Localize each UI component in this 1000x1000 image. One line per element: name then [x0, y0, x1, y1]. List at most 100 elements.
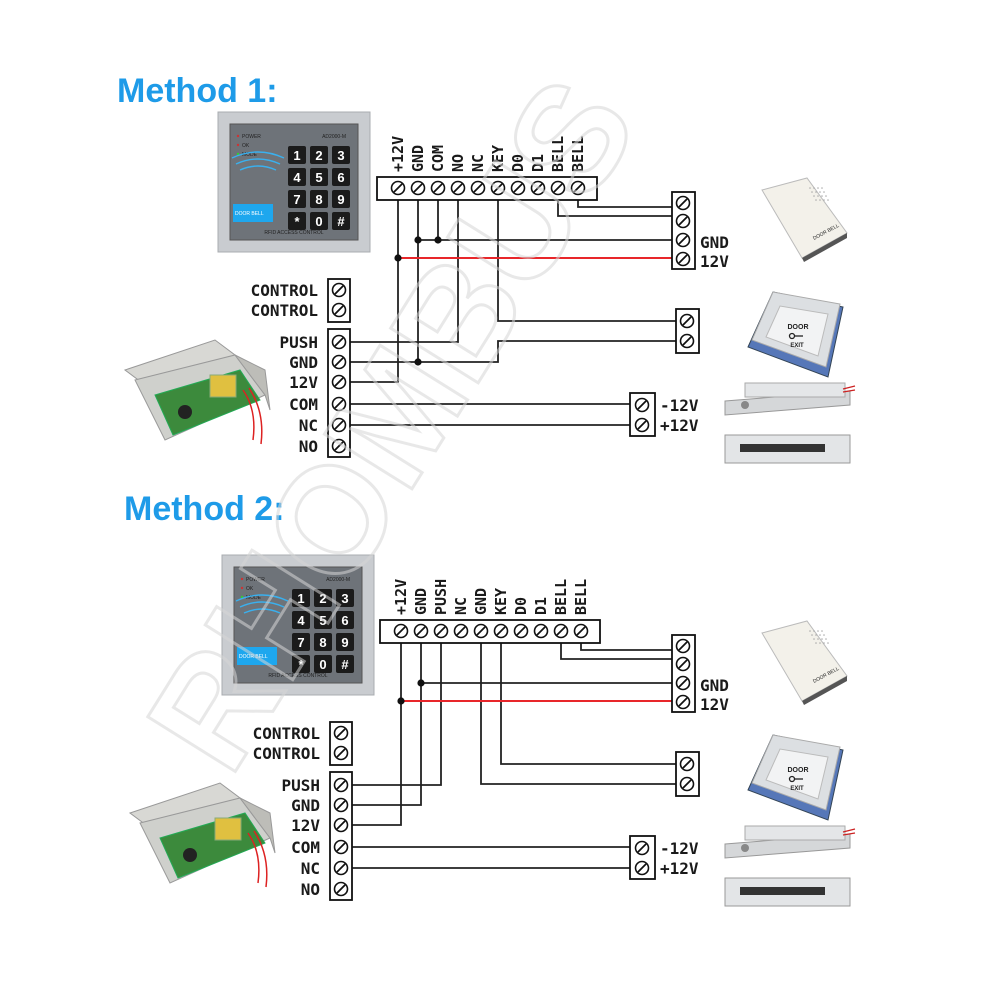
- terminal-screw: [331, 354, 347, 370]
- terminal-screw: [333, 860, 349, 876]
- keypad-key-label: 3: [337, 148, 344, 163]
- keypad-key: [292, 611, 310, 629]
- strip-label: NC: [452, 597, 470, 615]
- lock-terminal-label: -12V: [660, 839, 699, 858]
- strip-label: NC: [469, 154, 487, 172]
- strip-label: BELL: [549, 136, 567, 172]
- terminal-screw: [679, 333, 695, 349]
- terminal-screw: [333, 745, 349, 761]
- method1-title: Method 1:: [117, 72, 278, 110]
- psu-terminal-label: NC: [299, 416, 318, 435]
- strip-screw: [530, 180, 546, 196]
- exit-button-door-label: DOOR: [788, 324, 809, 331]
- strip-label: +12V: [389, 136, 407, 172]
- terminal-screw: [675, 213, 691, 229]
- strip-screw: [390, 180, 406, 196]
- strip-screw: [510, 180, 526, 196]
- doorbell-terminal-label: 12V: [700, 252, 729, 271]
- wire-junction: [434, 236, 442, 244]
- terminal-screw: [675, 675, 691, 691]
- strip-screw: [513, 623, 529, 639]
- terminal-screw: [333, 817, 349, 833]
- wire-push: [352, 642, 442, 786]
- keypad-key-label: 8: [319, 635, 326, 650]
- wire-exit-gnd: [418, 340, 676, 363]
- wire-junction: [397, 697, 405, 705]
- keypad-key-label: 0: [315, 214, 322, 229]
- keypad-key-label: 6: [337, 170, 344, 185]
- doorbell-image: DOOR BELL: [761, 177, 848, 262]
- psu-terminal-label: GND: [289, 353, 318, 372]
- keypad-key-label: *: [298, 657, 304, 672]
- wire-bell-1: [560, 642, 672, 660]
- wire-junction: [414, 236, 422, 244]
- keypad-led-label: POWER: [246, 577, 265, 583]
- door-bell-button: [233, 204, 273, 222]
- strip-label: +12V: [392, 579, 410, 615]
- strip-label: BELL: [552, 579, 570, 615]
- strip-screw: [453, 623, 469, 639]
- terminal-screw: [331, 417, 347, 433]
- strip-label: COM: [429, 145, 447, 172]
- strip-label: KEY: [492, 588, 510, 615]
- keypad-key: [314, 589, 332, 607]
- keypad-key: [314, 633, 332, 651]
- keypad-key: [310, 190, 328, 208]
- lock-terminal-label: -12V: [660, 396, 699, 415]
- strip-screw: [413, 623, 429, 639]
- terminal-screw: [675, 694, 691, 710]
- wire-key: [500, 642, 676, 765]
- strip-screw: [490, 180, 506, 196]
- wire-gnd: [352, 642, 422, 806]
- strip-screw: [470, 180, 486, 196]
- terminal-screw: [333, 797, 349, 813]
- strip-label: D0: [512, 597, 530, 615]
- door-bell-button-label: DOOR BELL: [235, 211, 264, 217]
- wire-bell-2: [580, 642, 672, 651]
- keypad-led-label: OK: [246, 586, 254, 592]
- terminal-screw: [675, 638, 691, 654]
- keypad-key-label: 9: [341, 635, 348, 650]
- keypad-key: [332, 168, 350, 186]
- psu-terminal-label: COM: [291, 838, 320, 857]
- electric-bolt-lock-image: [724, 382, 856, 416]
- keypad-key: [332, 190, 350, 208]
- control-label: CONTROL: [253, 724, 320, 743]
- strip-screw: [550, 180, 566, 196]
- wire-junction: [414, 358, 422, 366]
- keypad-key-label: 5: [315, 170, 322, 185]
- keypad-key: [292, 589, 310, 607]
- keypad-key-label: #: [337, 214, 345, 229]
- keypad-key-label: 1: [297, 591, 304, 606]
- keypad-key-label: 4: [293, 170, 301, 185]
- keypad-led-label: MODE: [242, 152, 258, 158]
- keypad-key-label: 9: [337, 192, 344, 207]
- strip-label: GND: [412, 588, 430, 615]
- keypad-key: [288, 190, 306, 208]
- strip-screw: [433, 623, 449, 639]
- keypad-key-label: #: [341, 657, 349, 672]
- strip-screw: [570, 180, 586, 196]
- keypad-key-label: 5: [319, 613, 326, 628]
- terminal-screw: [679, 313, 695, 329]
- keypad-key: [332, 146, 350, 164]
- doorbell-terminal-label: GND: [700, 676, 729, 695]
- keypad-caption: RFID ACCESS CONTROL: [268, 673, 327, 679]
- psu-terminal-label: PUSH: [279, 333, 318, 352]
- strip-label: D1: [532, 597, 550, 615]
- wire-bell-1: [557, 199, 672, 217]
- psu-terminal-label: NO: [299, 437, 318, 456]
- control-label: CONTROL: [253, 744, 320, 763]
- strip-label: D1: [529, 154, 547, 172]
- strip-label: KEY: [489, 145, 507, 172]
- keypad-led-label: OK: [242, 143, 250, 149]
- terminal-screw: [331, 396, 347, 412]
- strip-screw: [450, 180, 466, 196]
